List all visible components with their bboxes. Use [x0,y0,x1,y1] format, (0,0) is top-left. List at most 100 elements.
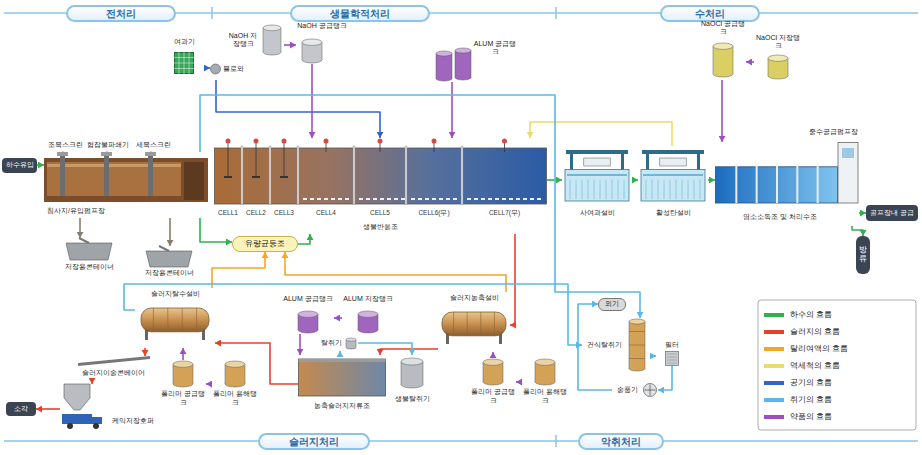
equipment-icon [400,357,424,389]
equipment-icon [262,24,282,56]
node-label: NaOCl 저장탱크 [754,32,802,52]
process-node: 저장용콘테이너 [132,246,206,280]
section-tab: 생물학적처리 [290,5,430,22]
flow-line [144,348,146,356]
process-node: 침사지/유입펌프장 [44,152,208,218]
section-divider [211,7,213,19]
node-label: 농축슬러지저류조 [298,399,386,413]
flow-line [859,212,866,214]
reactor-cell: CELL7(무) [462,138,547,218]
node-label: 케익저장호퍼 [110,414,156,428]
equipment-icon [715,142,859,204]
section-tab: 악취처리 [578,433,664,450]
node-label: 중수공급펌프장 [796,126,870,139]
equipment-icon [440,310,508,344]
node-label: 슬러지처리 [260,435,368,448]
process-node: 필터 [656,340,688,366]
node-label: 악취처리 [580,435,662,448]
node-label: 염소소독조 및 처리수조 [715,210,845,224]
section-rule [4,440,918,442]
process-node: NaOCl 저장탱크 [754,32,802,80]
part-label: 세목스크린 [134,140,172,150]
equipment-icon [301,38,323,64]
flow-line [284,44,296,46]
legend-row: 취기의 흐름 [764,391,848,408]
flow-line [516,381,522,383]
equipment-icon [357,310,379,334]
flow-line [216,80,380,138]
process-node: 저장용콘테이너 [50,238,128,274]
equipment-icon [436,48,472,82]
node-label: CELL6(무) [406,208,462,218]
node-label: 전처리 [68,7,174,20]
node-label: 슬러지농축설비 [438,292,510,305]
node-label: CELL5 [354,208,406,218]
equipment-icon [665,351,679,366]
process-node: 활성탄설비 [638,146,708,220]
process-node: 슬러지이송콘베이어 [70,356,156,380]
equipment-icon [298,355,386,397]
node-label: 폴리머 용해탱크 [522,387,568,406]
flow-line [632,179,638,181]
section-tab: 슬러지처리 [258,433,370,450]
reactor-cell: CELL4 [298,138,354,218]
equipment-icon [214,138,547,208]
legend-swatch [764,415,784,419]
node-label: 골프장내 공급 [866,205,918,221]
process-node: NaOH 저장탱크 [226,22,284,58]
node-label: 건식탈취기 [582,318,626,372]
process-node: ALUM 공급탱크 [282,290,334,334]
equipment-icon [345,337,357,350]
process-node: 블로와 [210,58,246,80]
flow-line [124,284,582,345]
node-label: 방류 [859,246,867,264]
legend-swatch [764,313,784,317]
flow-line [334,317,342,319]
flow-line [492,352,494,358]
node-label: NaOH 저장탱크 [226,22,260,58]
process-node: ALUM 저장탱크 [342,290,394,334]
process-node: 폴리머 공급탱크 [160,360,206,408]
equipment-icon [224,360,246,388]
process-node: 사여과설비 [562,146,632,220]
flow-line [200,218,232,242]
equipment-icon [640,146,706,202]
process-node: 염소소독조 및 처리수조 [715,142,859,226]
flow-line [298,234,310,244]
flow-line [451,82,453,138]
equipment-icon [534,358,556,386]
node-label: 침사지/유입펌프장 [44,204,168,218]
flow-line [650,355,656,357]
flow-line [206,383,212,385]
process-node: 케익저장호퍼 [60,384,156,430]
process-node: NaOH 공급탱크 [296,16,348,64]
equipment-icon [174,52,194,74]
reactor-cell: CELL6(무) [406,138,462,218]
process-node: 유량균등조 [232,236,298,252]
process-node: 폴리머 공급탱크 [470,358,516,406]
flow-line [285,252,506,292]
equipment-icon [64,238,114,260]
flow-line [721,80,723,142]
section-tab: 수처리 [660,5,760,22]
equipment-icon [139,306,211,340]
node-label: NaOCl 공급탱크 [700,18,746,38]
process-node: 슬러지농축설비 [438,292,510,352]
equipment-icon [144,246,194,267]
flow-line [530,122,672,146]
node-label: 수처리 [662,7,758,20]
node-label: NaOH 공급탱크 [296,16,348,36]
node-label: 블로와 [221,58,246,80]
legend-label: 약품의 흐름 [790,411,832,422]
legend-swatch [764,330,784,334]
equipment-icon [712,42,734,78]
part-label: 협잡물파쇄기 [86,140,130,150]
process-node: NaOCl 공급탱크 [700,18,746,80]
node-label: 탈취기 [318,336,345,351]
node-label: 하수유입 [2,158,37,173]
node-label: CELL2 [242,208,270,218]
node-label: 외기 [599,299,625,310]
flow-line [215,343,298,384]
node-label: 필터 [656,340,688,350]
